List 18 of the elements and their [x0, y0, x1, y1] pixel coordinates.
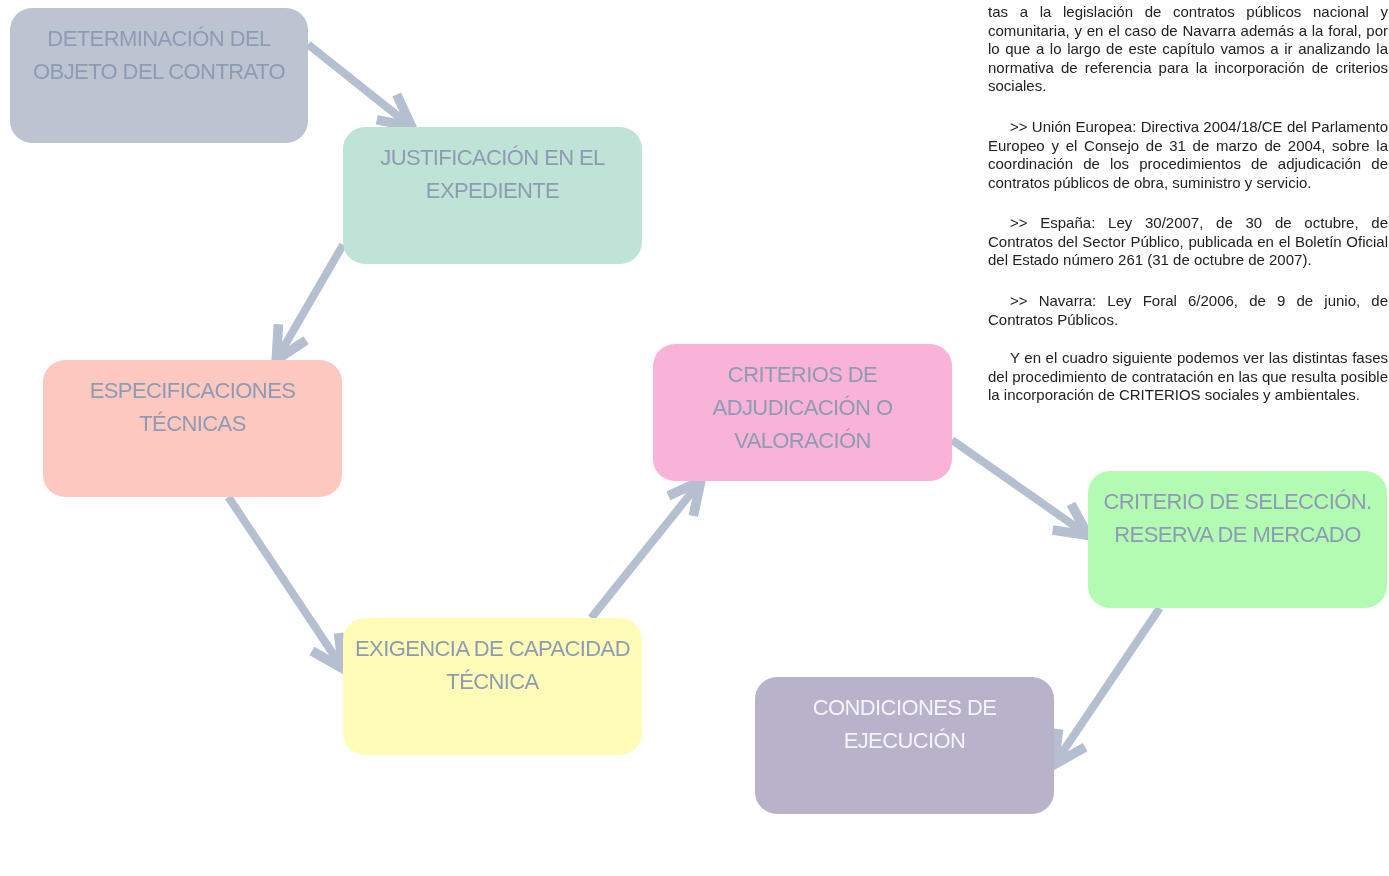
body-paragraph: >> Unión Europea: Directiva 2004/18/CE del Parlamento Europeo y el Consejo de 31 de marzo de 2004, sobre la coordinación de los procedimientos de adjudicación de contratos públicos de obra, suministro y servicio.: [988, 118, 1388, 193]
body-paragraph: >> España: Ley 30/2007, de 30 de octubre, de Contratos del Sector Público, publicada en el Boletín Oficial del Estado número 261 (31 de octubre de 2007).: [988, 214, 1388, 270]
process-box: [343, 618, 642, 755]
body-paragraph: Y en el cuadro siguiente podemos ver las distintas fases del procedimiento de contratación en las que resulta posible la incorporación de CRITERIOS sociales y ambientales.: [988, 349, 1388, 405]
step-label: CRITERIOS DE ADJUDICACIÓN O VALORACIÓN: [711, 361, 894, 455]
step-label: CRITERIO DE SELECCIÓN. RESERVA DE MERCADO: [1102, 488, 1373, 549]
process-box: [1088, 471, 1387, 608]
process-box: [43, 360, 342, 497]
step-label: ESPECIFICACIONES TÉCNICAS: [88, 377, 297, 438]
process-box: [343, 127, 642, 264]
step-label: JUSTIFICACIÓN EN EL EXPEDIENTE: [379, 144, 606, 205]
body-paragraph: >> Navarra: Ley Foral 6/2006, de 9 de junio, de Contratos Públicos.: [988, 292, 1388, 330]
process-box: [653, 344, 952, 481]
step-label: CONDICIONES DE EJECUCIÓN: [811, 694, 998, 755]
step-label: EXIGENCIA DE CAPACIDAD TÉCNICA: [354, 635, 631, 696]
process-box: [10, 8, 308, 143]
body-paragraph: tas a la legislación de contratos públicos nacional y comunitaria, y en el caso de Navarra además a la foral, por lo que a lo largo de este capítulo vamos a ir analizando la normativa de referencia para la incorporación de criterios sociales.: [988, 3, 1388, 96]
process-box: [755, 677, 1054, 814]
